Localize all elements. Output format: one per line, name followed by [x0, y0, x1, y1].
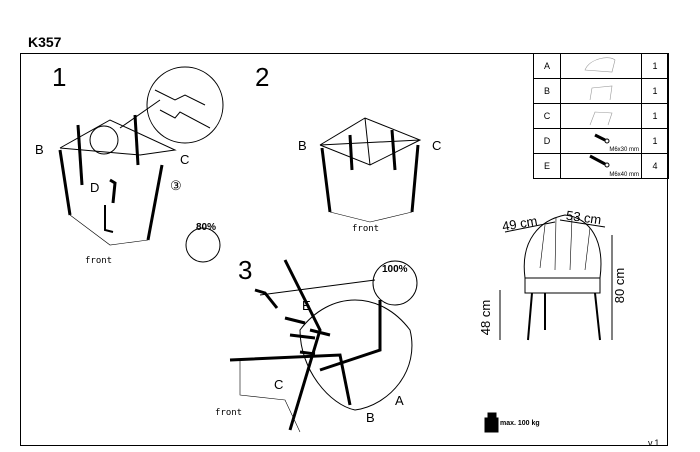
part-qty: 1: [641, 53, 669, 79]
dimension-seat-height: 48 cm: [478, 299, 494, 336]
step2-label-b: B: [298, 138, 307, 153]
step1-drawing: [58, 66, 224, 263]
step3-label-e: E: [302, 298, 311, 313]
part-id: D: [533, 128, 561, 154]
part-qty: 1: [641, 78, 669, 104]
step1-label-c: C: [180, 152, 190, 167]
part-id: C: [533, 103, 561, 129]
dimension-height: 80 cm: [612, 267, 628, 304]
part-image: [560, 78, 642, 104]
instruction-frame: [20, 53, 668, 446]
step3-tighten: 100%: [382, 264, 408, 275]
step2-drawing: [319, 117, 422, 223]
part-image: [560, 103, 642, 129]
part-image: M6x40 mm: [560, 153, 642, 179]
step3-label-b: B: [366, 410, 375, 425]
chair-dimension-drawing: [499, 214, 613, 341]
part-image: M6x30 mm: [560, 128, 642, 154]
part-qty: 1: [641, 128, 669, 154]
step3-front: front: [215, 408, 243, 418]
part-size: M6x30 mm: [609, 147, 639, 153]
step1-front: front: [85, 256, 113, 266]
step-number-3: 3: [238, 255, 253, 285]
part-qty: 1: [641, 103, 669, 129]
step1-label-b: B: [35, 142, 44, 157]
part-size: M6x40 mm: [609, 172, 639, 178]
weight-icon: [484, 412, 499, 433]
max-load: max. 100 kg: [500, 420, 540, 427]
version: v.1: [648, 438, 660, 448]
step1-tighten: 80%: [196, 222, 217, 233]
step3-label-c: C: [274, 377, 284, 392]
product-code: K357: [28, 34, 62, 50]
part-qty: 4: [641, 153, 669, 179]
part-id: E: [533, 153, 561, 179]
step1-marker: ③: [170, 178, 182, 193]
step3-label-a: A: [395, 393, 404, 408]
step2-label-c: C: [432, 138, 442, 153]
step2-front: front: [352, 224, 380, 234]
step1-label-d: D: [90, 180, 100, 195]
part-id: B: [533, 78, 561, 104]
step-number-1: 1: [52, 62, 67, 92]
part-image: [560, 53, 642, 79]
step3-drawing: [229, 259, 418, 433]
step-number-2: 2: [255, 62, 270, 92]
part-id: A: [533, 53, 561, 79]
